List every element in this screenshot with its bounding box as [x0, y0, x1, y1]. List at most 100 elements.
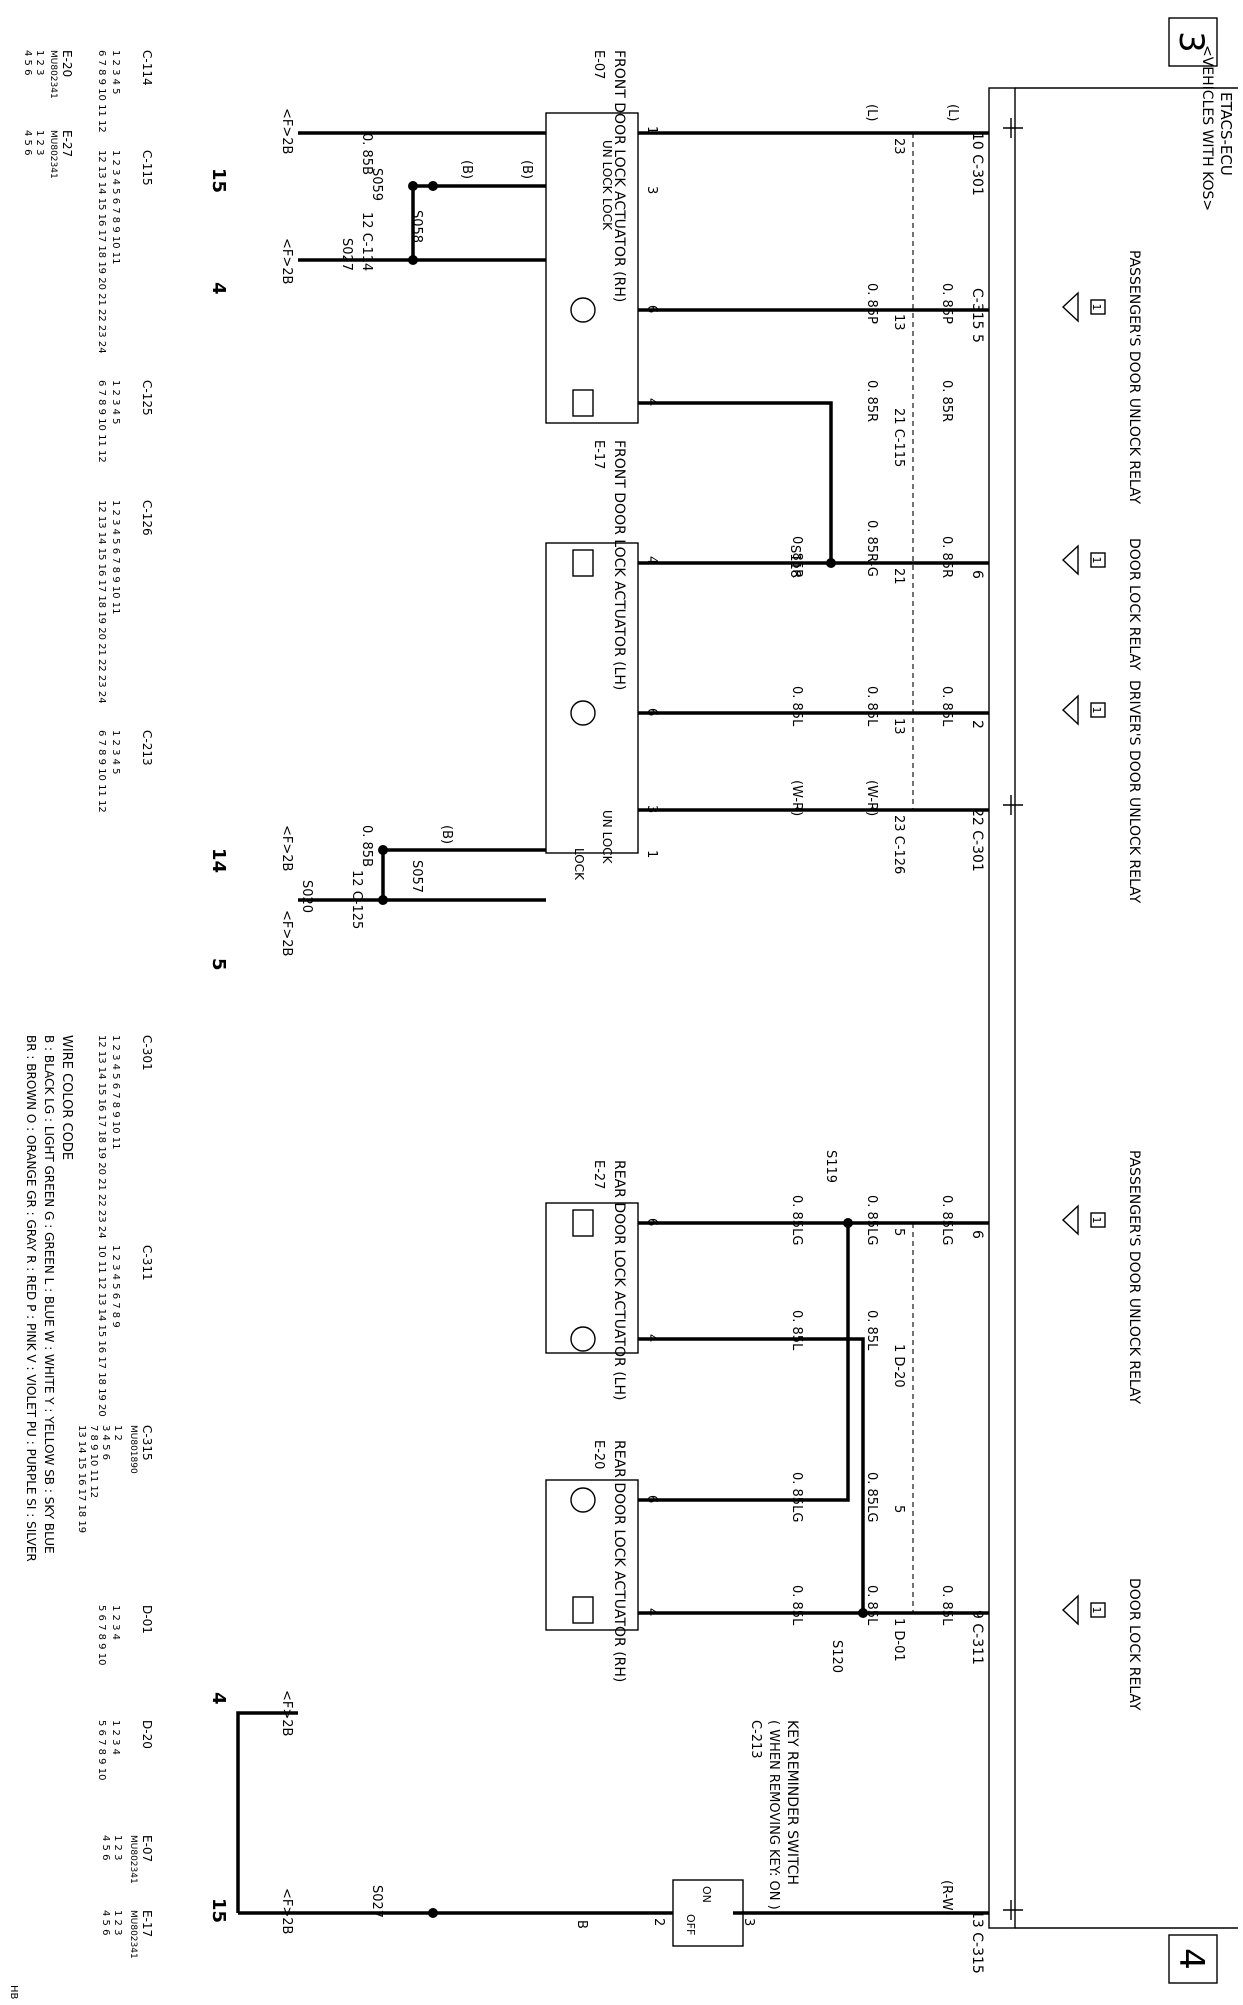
svg-text:1 2 3 4 5: 1 2 3 4 5 — [110, 380, 121, 425]
svg-text:(W-R): (W-R) — [789, 780, 804, 816]
svg-text:1: 1 — [1090, 707, 1103, 714]
front-rh-actuator: FRONT DOOR LOCK ACTUATOR (RH) E-07 1 3 6… — [545, 50, 659, 424]
svg-text:FRONT DOOR LOCK ACTUATOR (LH): FRONT DOOR LOCK ACTUATOR (LH) — [611, 440, 627, 690]
svg-text:21: 21 — [891, 568, 906, 585]
ecu-pin-2: 2 — [969, 720, 985, 729]
svg-text:FRONT DOOR LOCK ACTUATOR (RH): FRONT DOOR LOCK ACTUATOR (RH) — [611, 50, 627, 302]
wire-rear-l-branch — [638, 1337, 865, 1613]
svg-text:3: 3 — [741, 1918, 756, 1926]
svg-text:S027: S027 — [339, 238, 354, 271]
svg-text:MU802341: MU802341 — [48, 130, 58, 179]
svg-text:S118: S118 — [787, 545, 802, 578]
svg-text:0. 85LG: 0. 85LG — [789, 1472, 804, 1522]
svg-text:0. 85L: 0. 85L — [789, 686, 804, 727]
svg-text:C-213: C-213 — [748, 1720, 763, 1759]
svg-text:15: 15 — [208, 168, 229, 193]
svg-text:1 2 3 4 5: 1 2 3 4 5 — [110, 730, 121, 775]
svg-text:4: 4 — [644, 1608, 659, 1616]
svg-text:E-17: E-17 — [591, 440, 606, 469]
wire-front-rh-lock — [638, 401, 833, 563]
svg-text:3: 3 — [644, 186, 659, 194]
ecu-pin-22: 22 C-301 — [969, 808, 985, 872]
svg-text:(W-R): (W-R) — [864, 780, 879, 816]
ground-points: 15 4 14 5 4 15 — [208, 168, 229, 1923]
svg-text:1 2 3 4 5 6 7 8 9 10 11: 1 2 3 4 5 6 7 8 9 10 11 — [110, 150, 121, 265]
svg-text:0. 85LG: 0. 85LG — [789, 1195, 804, 1245]
svg-text:12 13 14 15 16 17 18 19 20 21: 12 13 14 15 16 17 18 19 20 21 22 23 24 — [96, 500, 107, 704]
svg-text:10 11 12 13 14 15 16 17 18 19: 10 11 12 13 14 15 16 17 18 19 20 — [96, 1245, 107, 1417]
svg-text:(B): (B) — [439, 825, 454, 844]
svg-text:<F>2B: <F>2B — [279, 910, 294, 956]
svg-text:( WHEN REMOVING KEY: ON ): ( WHEN REMOVING KEY: ON ) — [766, 1720, 781, 1910]
svg-text:1 2 3: 1 2 3 — [34, 50, 45, 75]
svg-text:0. 85R: 0. 85R — [939, 536, 954, 578]
svg-text:1 D-20: 1 D-20 — [891, 1344, 906, 1388]
svg-text:(L): (L) — [945, 104, 960, 121]
svg-text:6 7 8 9 10 11 12: 6 7 8 9 10 11 12 — [96, 730, 107, 813]
front-lh-actuator: FRONT DOOR LOCK ACTUATOR (LH) E-17 4 6 3… — [545, 440, 659, 881]
svg-text:0. 85R: 0. 85R — [789, 536, 804, 578]
svg-text:3 4 5 6: 3 4 5 6 — [100, 1425, 111, 1460]
svg-text:LOCK: LOCK — [572, 848, 586, 881]
svg-text:DRIVER'S DOOR UNLOCK RELAY: DRIVER'S DOOR UNLOCK RELAY — [1126, 680, 1142, 904]
svg-text:MU801890: MU801890 — [128, 1425, 138, 1474]
svg-text:C-315: C-315 — [140, 1425, 154, 1461]
svg-text:BR : BROWN O : ORANGE GR :: BR : BROWN O : ORANGE GR : GRAY R : RED … — [24, 1035, 38, 1562]
relay-driver-unlock: 1 DRIVER'S DOOR UNLOCK RELAY — [1061, 680, 1142, 904]
svg-text:D-20: D-20 — [140, 1720, 154, 1749]
svg-text:<F>2B: <F>2B — [279, 825, 294, 871]
svg-text:5: 5 — [891, 1505, 906, 1513]
svg-text:REAR DOOR LOCK ACTUATOR (RH): REAR DOOR LOCK ACTUATOR (RH) — [611, 1440, 627, 1682]
svg-text:C-125: C-125 — [140, 380, 154, 416]
wire-rear-lg-branch — [638, 1223, 850, 1502]
svg-text:4 5 6: 4 5 6 — [22, 50, 33, 75]
svg-text:1 2 3: 1 2 3 — [112, 1835, 123, 1860]
ecu-pin-6a: 6 — [969, 570, 985, 579]
svg-text:(B): (B) — [519, 160, 534, 179]
svg-text:PASSENGER'S DOOR UNLOCK RELAY: PASSENGER'S DOOR UNLOCK RELAY — [1126, 250, 1142, 504]
connector-faces: C-114 1 2 3 4 5 6 7 8 9 10 11 12 C-115 1… — [22, 50, 154, 1959]
svg-text:0. 85L: 0. 85L — [864, 1310, 879, 1351]
svg-text:1 2 3: 1 2 3 — [34, 130, 45, 155]
svg-text:6: 6 — [644, 305, 659, 313]
svg-text:13 14 15 16 17 18 19: 13 14 15 16 17 18 19 — [76, 1425, 87, 1533]
svg-text:C-115: C-115 — [140, 150, 154, 186]
svg-text:3: 3 — [1171, 31, 1211, 53]
svg-text:MU802341: MU802341 — [128, 1835, 138, 1884]
ecu-label: ETACS-ECU — [1217, 92, 1235, 176]
svg-text:(L): (L) — [864, 104, 879, 121]
svg-text:1: 1 — [644, 850, 659, 858]
svg-text:4: 4 — [644, 556, 659, 564]
svg-text:E-27: E-27 — [591, 1160, 606, 1189]
svg-text:E-07: E-07 — [591, 50, 606, 79]
svg-text:5 6 7 8 9 10: 5 6 7 8 9 10 — [96, 1720, 107, 1780]
svg-text:13: 13 — [891, 314, 906, 331]
svg-text:KEY REMINDER SWITCH: KEY REMINDER SWITCH — [784, 1720, 800, 1885]
key-reminder-switch: KEY REMINDER SWITCH ( WHEN REMOVING KEY:… — [574, 1720, 800, 1947]
svg-text:4 5 6: 4 5 6 — [100, 1910, 111, 1935]
svg-text:PASSENGER'S DOOR UNLOCK RELAY: PASSENGER'S DOOR UNLOCK RELAY — [1126, 1150, 1142, 1404]
svg-text:4: 4 — [1171, 1948, 1211, 1970]
svg-text:LOCK: LOCK — [600, 198, 614, 231]
svg-text:<F>2B: <F>2B — [279, 238, 294, 284]
svg-text:(B): (B) — [459, 160, 474, 179]
rear-rh-actuator: REAR DOOR LOCK ACTUATOR (RH) E-20 6 4 — [545, 1440, 659, 1682]
vehicles-note: <VEHICLES WITH KOS> — [1199, 45, 1215, 211]
svg-text:MU802341: MU802341 — [48, 50, 58, 99]
svg-text:6: 6 — [644, 1495, 659, 1503]
svg-text:4 5 6: 4 5 6 — [22, 130, 33, 155]
svg-text:1: 1 — [1090, 1217, 1103, 1224]
svg-text:4: 4 — [208, 282, 229, 295]
svg-text:14: 14 — [208, 848, 229, 873]
svg-text:C-213: C-213 — [140, 730, 154, 766]
svg-text:C-311: C-311 — [140, 1245, 154, 1281]
etacs-ecu-box — [988, 87, 1016, 1929]
svg-text:23 C-126: 23 C-126 — [891, 815, 906, 874]
svg-text:1: 1 — [644, 126, 659, 134]
svg-text:1 2 3 4: 1 2 3 4 — [110, 1605, 121, 1640]
page-marker-right: 4 — [1168, 1934, 1218, 1984]
rear-lh-actuator: REAR DOOR LOCK ACTUATOR (LH) E-27 6 4 — [545, 1160, 659, 1400]
svg-text:12 13 14 15 16 17 18 19 20 21: 12 13 14 15 16 17 18 19 20 21 22 23 24 — [96, 1035, 107, 1239]
svg-text:UN LOCK: UN LOCK — [600, 140, 614, 195]
